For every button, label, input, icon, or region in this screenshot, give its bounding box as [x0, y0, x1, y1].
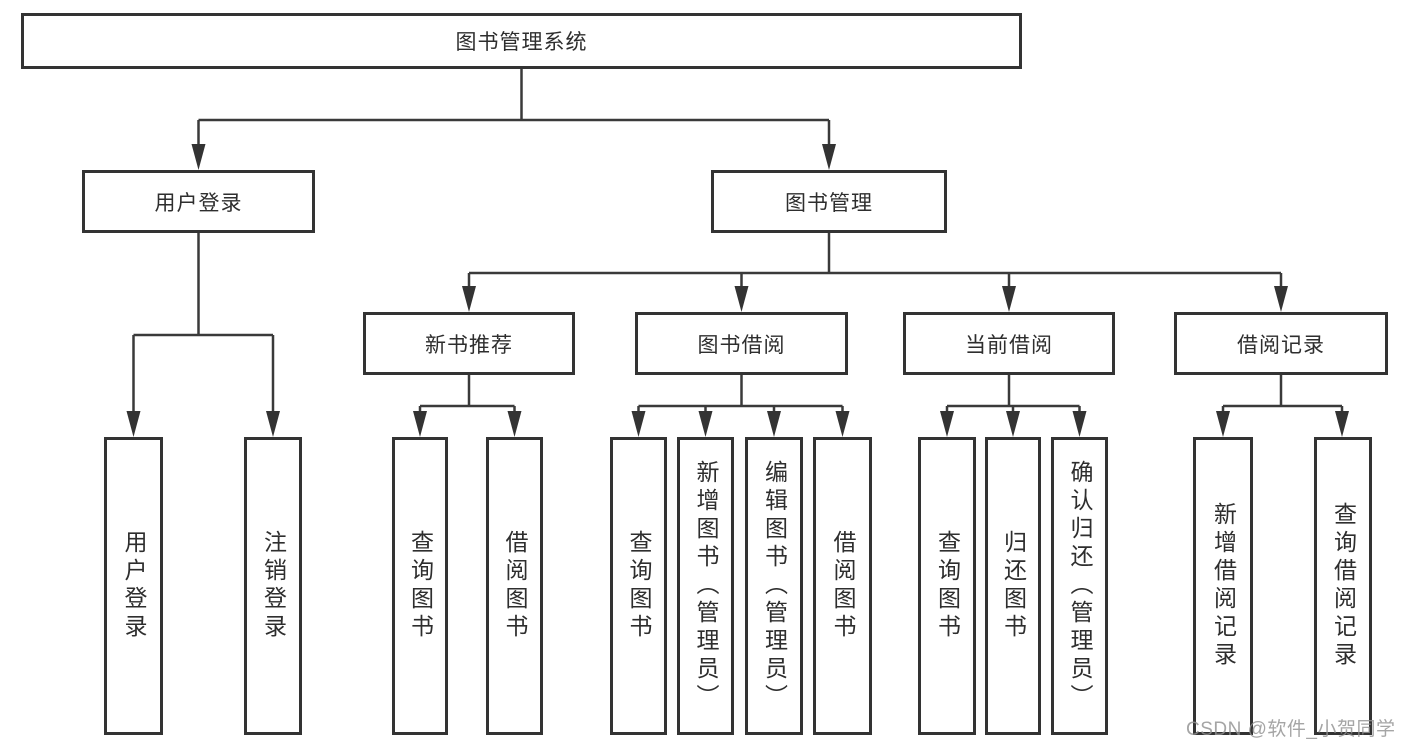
node-leaf-logout-login: 注销登录 — [244, 437, 302, 735]
node-book-borrow: 图书借阅 — [635, 312, 848, 375]
node-leaf-query-books-borrow: 查询图书 — [610, 437, 667, 735]
node-leaf-query-borrow-record: 查询借阅记录 — [1314, 437, 1372, 735]
node-leaf-return-books: 归还图书 — [985, 437, 1041, 735]
node-leaf-query-books-current: 查询图书 — [918, 437, 976, 735]
node-root: 图书管理系统 — [21, 13, 1022, 69]
node-user-login-module: 用户登录 — [82, 170, 315, 233]
node-leaf-query-books-recommend: 查询图书 — [392, 437, 448, 735]
node-book-management-module: 图书管理 — [711, 170, 947, 233]
node-borrow-records: 借阅记录 — [1174, 312, 1388, 375]
node-leaf-borrow-books: 借阅图书 — [813, 437, 872, 735]
node-current-borrow: 当前借阅 — [903, 312, 1115, 375]
watermark: CSDN @软件_小贺同学 — [1186, 719, 1396, 740]
node-leaf-user-login: 用户登录 — [104, 437, 163, 735]
node-new-book-recommend: 新书推荐 — [363, 312, 575, 375]
node-leaf-confirm-return-admin: 确认归还（管理员） — [1051, 437, 1108, 735]
node-leaf-borrow-books-recommend: 借阅图书 — [486, 437, 543, 735]
node-leaf-edit-books-admin: 编辑图书（管理员） — [745, 437, 803, 735]
node-leaf-add-borrow-record: 新增借阅记录 — [1193, 437, 1253, 735]
node-leaf-add-books-admin: 新增图书（管理员） — [677, 437, 734, 735]
